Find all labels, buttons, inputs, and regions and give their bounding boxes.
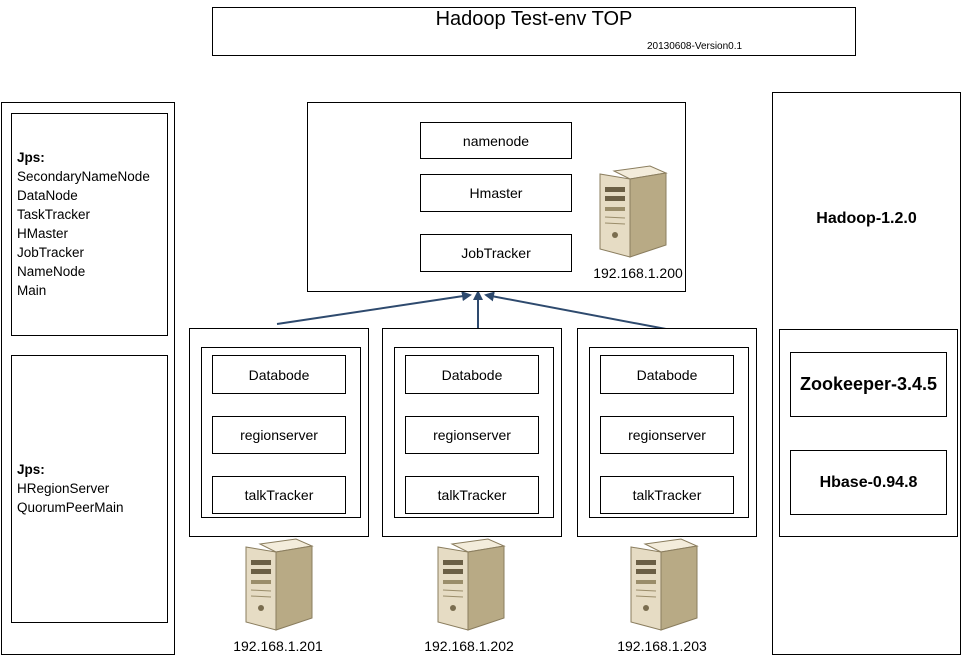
arrow-slave3-to-master: [484, 291, 667, 330]
slave2-service-regionserver: regionserver: [405, 416, 539, 454]
master-service-jobtracker: JobTracker: [420, 234, 572, 272]
slave3-service-regionserver: regionserver: [600, 416, 734, 454]
title-box: Hadoop Test-env TOP 20130608-Version0.1: [212, 7, 856, 56]
master-ip: 192.168.1.200: [593, 265, 683, 281]
jps-master-item: TaskTracker: [17, 207, 91, 222]
diagram-title: Hadoop Test-env TOP: [435, 8, 633, 30]
jps-master-header: Jps:: [17, 150, 45, 165]
server-icon: [434, 538, 506, 633]
slave2-service-databode: Databode: [405, 355, 539, 394]
jps-slave-item: HRegionServer: [17, 481, 110, 496]
zookeeper-version: Zookeeper-3.4.5: [790, 352, 947, 417]
server-icon: [596, 165, 668, 260]
slave1-service-regionserver: regionserver: [212, 416, 346, 454]
master-service-hmaster: Hmaster: [420, 174, 572, 212]
jps-master-item: NameNode: [17, 264, 86, 279]
hbase-version: Hbase-0.94.8: [790, 450, 947, 515]
server-icon: [627, 538, 699, 633]
slave3-service-databode: Databode: [600, 355, 734, 394]
jps-slave-list: Jps: HRegionServer QuorumPeerMain: [17, 460, 124, 517]
jps-master-item: SecondaryNameNode: [17, 169, 150, 184]
master-service-namenode: namenode: [420, 122, 572, 159]
jps-master-item: HMaster: [17, 226, 69, 241]
jps-slave-header: Jps:: [17, 462, 45, 477]
jps-slave-box: [11, 355, 168, 623]
slave1-service-databode: Databode: [212, 355, 346, 394]
slave1-ip: 192.168.1.201: [233, 638, 323, 654]
slave2-ip: 192.168.1.202: [424, 638, 514, 654]
slave3-ip: 192.168.1.203: [617, 638, 707, 654]
slave1-service-talktracker: talkTracker: [212, 476, 346, 514]
hadoop-version: Hadoop-1.2.0: [816, 210, 917, 227]
arrow-slave1-to-master: [276, 291, 472, 325]
slave3-service-talktracker: talkTracker: [600, 476, 734, 514]
version-label: 20130608-Version0.1: [647, 41, 743, 52]
slave2-service-talktracker: talkTracker: [405, 476, 539, 514]
jps-master-box: [11, 113, 168, 336]
jps-master-list: Jps: SecondaryNameNode DataNode TaskTrac…: [17, 148, 150, 300]
jps-slave-item: QuorumPeerMain: [17, 500, 124, 515]
jps-master-item: DataNode: [17, 188, 78, 203]
server-icon: [242, 538, 314, 633]
jps-master-item: Main: [17, 283, 47, 298]
jps-master-item: JobTracker: [17, 245, 85, 260]
